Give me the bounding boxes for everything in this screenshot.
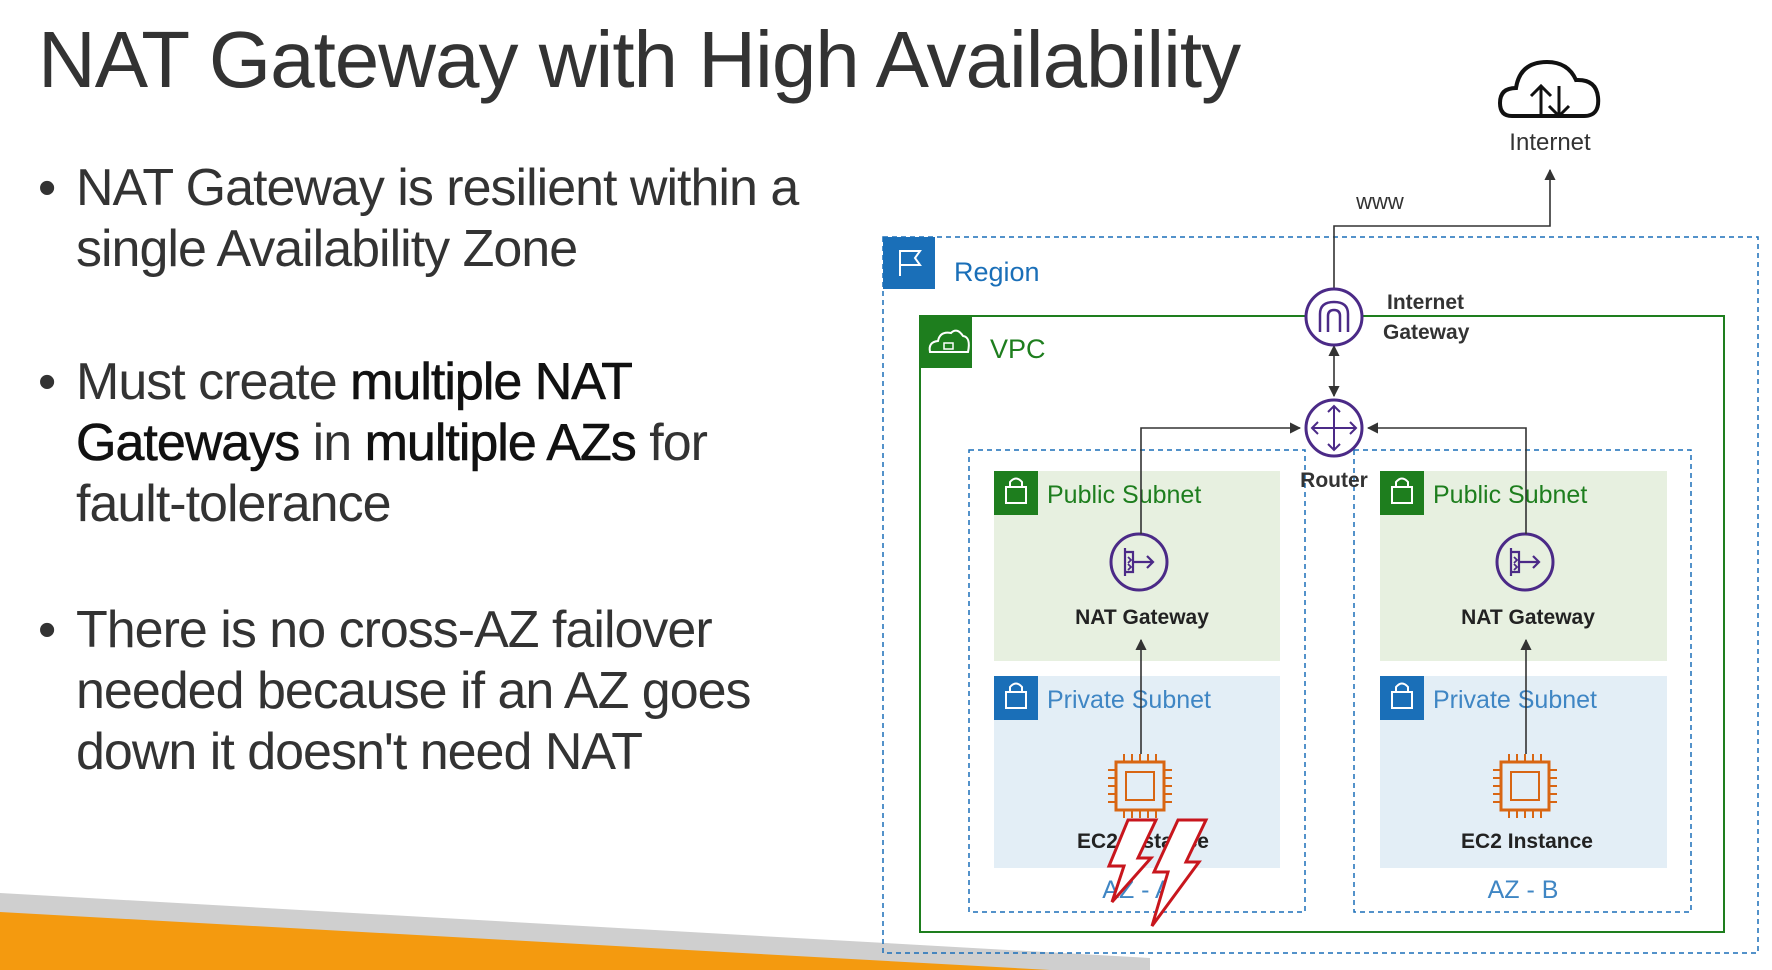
bullet-2-segment: for fault-tolerance <box>76 414 708 533</box>
bullet-3-segment: There is no cross-AZ failover needed bec… <box>76 601 752 781</box>
bullet-1-text: NAT Gateway is resilient within a single… <box>76 158 818 280</box>
az-a-public-lock-icon <box>994 471 1038 515</box>
region-label: Region <box>954 257 1040 287</box>
az-b-nat-gateway-icon <box>1495 532 1555 592</box>
az-a-private-lock-icon <box>994 676 1038 720</box>
slide-title: NAT Gateway with High Availability <box>38 15 1241 104</box>
az-a-boundary <box>968 449 1306 913</box>
az-b-nat-to-router-arrow <box>1366 422 1527 534</box>
az-a-nat-gateway-icon <box>1109 532 1169 592</box>
az-b-private-subnet-label: Private Subnet <box>1433 686 1597 714</box>
az-a-public-subnet <box>994 471 1280 661</box>
router-icon <box>1304 398 1364 458</box>
footer-orange-band <box>0 912 1050 970</box>
az-b-private-lock-icon <box>1380 676 1424 720</box>
internet-cloud-icon <box>1497 59 1601 119</box>
bullet-1: • NAT Gateway is resilient within a sing… <box>38 158 818 280</box>
igw-label-line1: Internet <box>1387 291 1464 314</box>
bullet-dot-icon: • <box>38 601 56 659</box>
bullet-1-segment: NAT Gateway is resilient within a single… <box>76 159 799 278</box>
region-flag-icon <box>883 237 935 289</box>
az-a-ec2-chip-icon <box>1108 754 1172 818</box>
az-a-public-subnet-label: Public Subnet <box>1047 481 1201 509</box>
bullet-2: • Must create multiple NAT Gateways in m… <box>38 352 818 535</box>
az-b-public-subnet <box>1380 471 1667 661</box>
bullet-2-text: Must create multiple NAT Gateways in mul… <box>76 352 818 535</box>
az-b-ec2-label: EC2 Instance <box>1461 830 1593 853</box>
bullet-2-segment: multiple NAT Gateways <box>76 353 633 473</box>
bullet-dot-icon: • <box>38 353 56 411</box>
az-a-private-subnet-label: Private Subnet <box>1047 686 1211 714</box>
vpc-cloud-icon <box>920 316 972 368</box>
igw-to-internet-arrow <box>1333 168 1556 288</box>
az-b-nat-label: NAT Gateway <box>1461 606 1595 629</box>
az-b-public-subnet-label: Public Subnet <box>1433 481 1587 509</box>
www-label: www <box>1355 189 1404 214</box>
bullet-2-segment: multiple AZs <box>364 414 637 473</box>
az-b-boundary <box>1353 449 1692 913</box>
router-label: Router <box>1300 469 1368 492</box>
az-b-public-lock-icon <box>1380 471 1424 515</box>
bullet-3: • There is no cross-AZ failover needed b… <box>38 600 818 783</box>
az-b-ec2-chip-icon <box>1493 754 1557 818</box>
az-b-label: AZ - B <box>1488 876 1559 904</box>
az-failure-lightning-icon <box>1106 818 1209 927</box>
az-a-nat-label: NAT Gateway <box>1075 606 1209 629</box>
igw-label-line2: Gateway <box>1383 321 1470 344</box>
bullet-2-segment: in <box>299 414 365 472</box>
region-boundary <box>882 236 1759 954</box>
internet-label: Internet <box>1509 129 1591 156</box>
vpc-label: VPC <box>990 334 1046 364</box>
bullet-2-segment: Must create <box>76 353 351 411</box>
az-a-nat-to-router-arrow <box>1140 422 1302 534</box>
bullet-3-text: There is no cross-AZ failover needed bec… <box>76 600 818 783</box>
internet-gateway-icon <box>1304 287 1364 347</box>
bullet-dot-icon: • <box>38 159 56 217</box>
